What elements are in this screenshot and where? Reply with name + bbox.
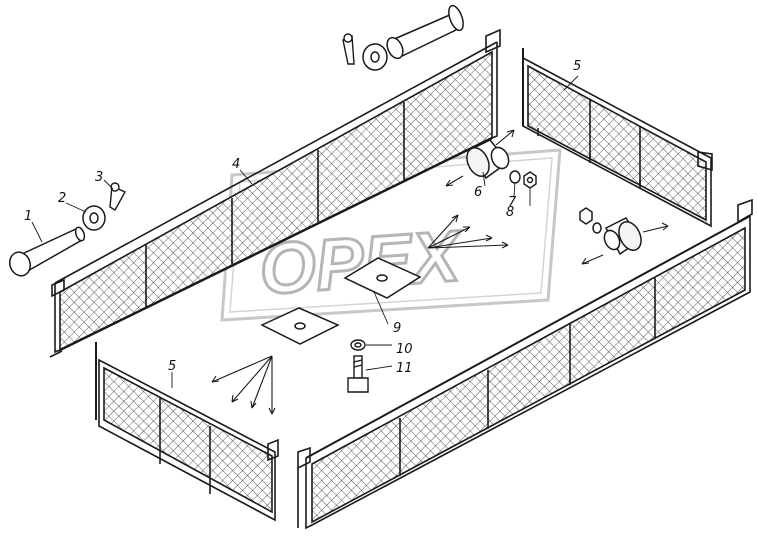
- callout-4: 4: [232, 157, 240, 172]
- hinge-pin-top: [386, 4, 464, 60]
- callout-3: 3: [95, 170, 103, 185]
- rubber-buffer-right: [579, 207, 642, 256]
- callout-7: 7: [508, 195, 517, 210]
- bolt-washer: [350, 339, 366, 351]
- callout-5-right: 5: [573, 59, 581, 74]
- callout-9: 9: [393, 321, 401, 336]
- callout-2: 2: [58, 191, 66, 206]
- callouts: 1 2 3 4 5 5 6 7 8 9 10 11: [24, 59, 581, 376]
- end-panel-right: [522, 48, 713, 228]
- hinge-pin-left: [8, 226, 86, 277]
- rubber-buffer: [466, 139, 510, 180]
- callout-5-left: 5: [168, 359, 176, 374]
- callout-1: 1: [24, 209, 32, 224]
- side-panel-front: [297, 198, 753, 530]
- nut: [523, 171, 537, 189]
- end-panel-left: [95, 342, 279, 522]
- assembly-arrows: [211, 129, 669, 415]
- callout-11: 11: [396, 361, 413, 376]
- mounting-plate-upper: [343, 257, 422, 299]
- washer-left: [82, 205, 106, 231]
- callout-8: 8: [506, 205, 514, 220]
- callout-10: 10: [396, 342, 413, 357]
- cotter-pin-top: [342, 33, 355, 65]
- leader-lines: [31, 75, 579, 388]
- mounting-plate-lower: [260, 307, 340, 345]
- washer-top: [362, 43, 388, 71]
- callout-6: 6: [474, 185, 482, 200]
- spring-washer: [509, 170, 521, 184]
- cotter-pin-left: [109, 182, 126, 211]
- side-panel-rear: [49, 28, 501, 358]
- bolt: [347, 355, 369, 393]
